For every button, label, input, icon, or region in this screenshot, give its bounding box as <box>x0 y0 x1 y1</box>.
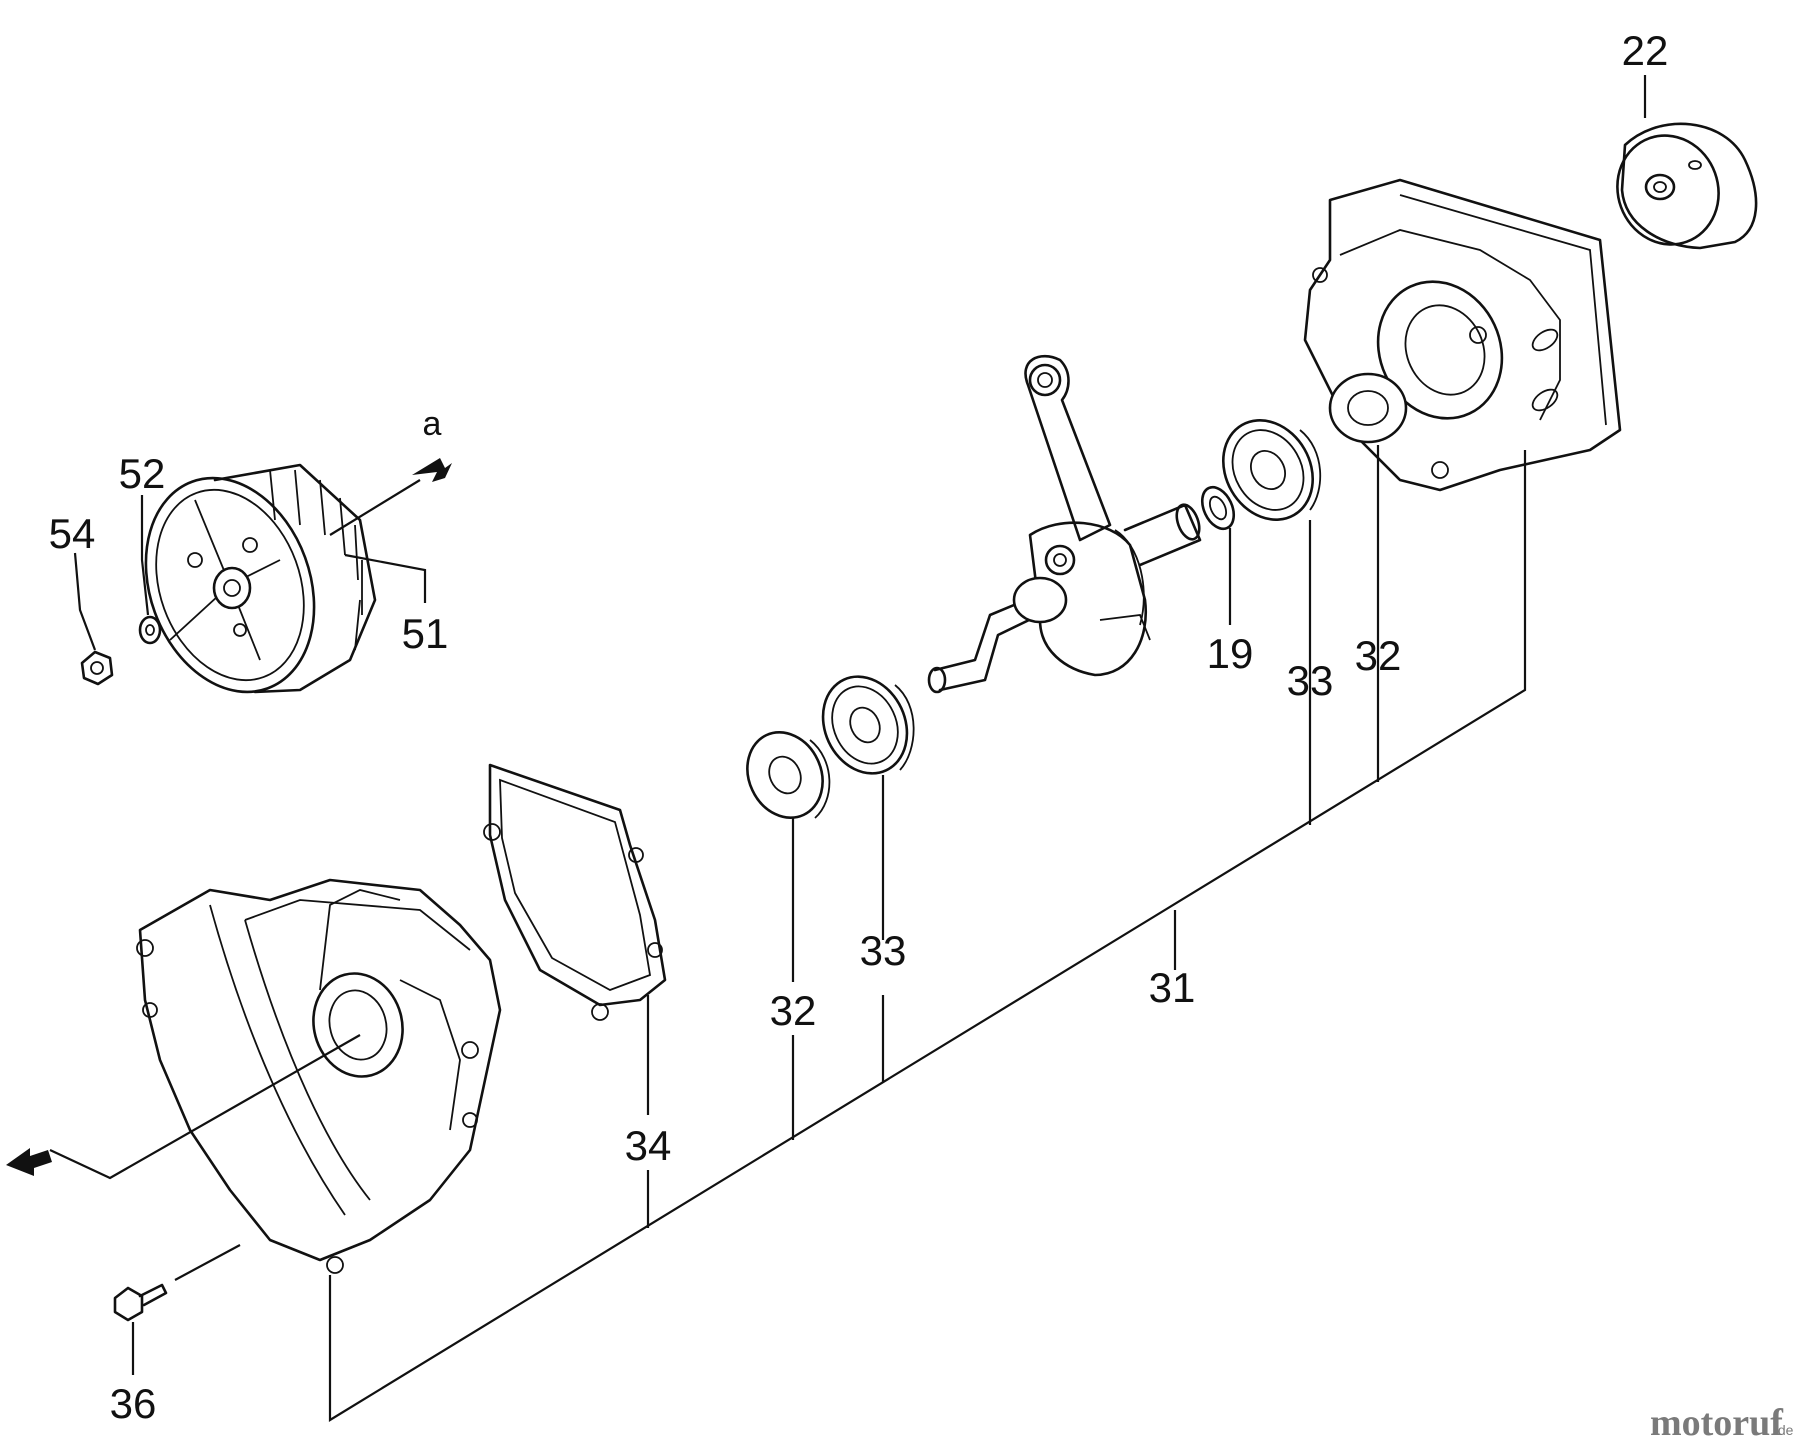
callout-32-lower: 32 <box>770 987 817 1034</box>
callout-19: 19 <box>1207 630 1254 677</box>
part-32-seal-lower <box>746 731 831 819</box>
part-31-crankcase-right <box>1303 178 1622 492</box>
callout-labels: 22 52 54 51 19 33 32 31 32 33 34 36 a <box>49 27 1669 1427</box>
part-33-bearing-upper <box>1221 419 1322 521</box>
part-52-washer <box>138 615 162 645</box>
callout-31: 31 <box>1149 964 1196 1011</box>
arrow-left <box>6 1148 52 1176</box>
watermark-text: motoruf <box>1650 1402 1784 1443</box>
callout-52: 52 <box>119 450 166 497</box>
leader-lines <box>49 75 1647 1422</box>
callout-51: 51 <box>402 610 449 657</box>
crankshaft-assembly <box>927 354 1202 694</box>
callout-32-upper: 32 <box>1355 632 1402 679</box>
part-36-bolt <box>113 1244 241 1322</box>
callout-54: 54 <box>49 510 96 557</box>
watermark-suffix: .de <box>1774 1422 1794 1438</box>
arrow-label-a: a <box>423 405 442 443</box>
callout-34: 34 <box>625 1122 672 1169</box>
callout-22: 22 <box>1622 27 1669 74</box>
part-34-gasket <box>483 763 667 1021</box>
part-33-bearing-lower <box>821 675 915 775</box>
part-19-washer <box>1200 485 1236 531</box>
part-54-nut <box>80 650 114 686</box>
watermark-logo: motoruf .de <box>1650 1402 1794 1443</box>
part-22-hub <box>1616 122 1758 250</box>
callout-33-upper: 33 <box>1287 657 1334 704</box>
crankcase-left <box>136 878 502 1274</box>
callout-36: 36 <box>110 1380 157 1427</box>
arrow-a <box>412 458 452 482</box>
callout-33-lower: 33 <box>860 927 907 974</box>
